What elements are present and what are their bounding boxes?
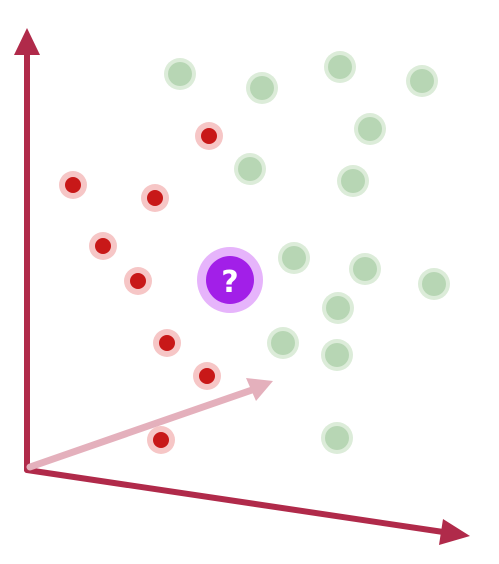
class-b-point-core: [358, 117, 382, 141]
vector-line: [26, 386, 256, 471]
class-a-point-core: [130, 273, 146, 289]
class-b-points: [164, 51, 450, 454]
class-a-point-core: [65, 177, 81, 193]
class-b-point-core: [168, 62, 192, 86]
query-point-core: [206, 256, 254, 304]
query-point-label: ?: [221, 265, 238, 300]
y-axis: [14, 28, 40, 473]
class-b-point-core: [410, 69, 434, 93]
class-b-point-core: [238, 157, 262, 181]
class-b-point-core: [326, 296, 350, 320]
class-a-points: [59, 122, 223, 454]
class-b-point-core: [353, 257, 377, 281]
vector-arrow-icon: [246, 378, 273, 401]
class-a-point-core: [95, 238, 111, 254]
x-axis: [24, 467, 470, 545]
class-a-point-core: [159, 335, 175, 351]
class-a-point-core: [201, 128, 217, 144]
x-axis-arrow-icon: [439, 519, 470, 545]
class-b-point-core: [341, 169, 365, 193]
class-b-point-core: [325, 343, 349, 367]
class-b-point-core: [271, 331, 295, 355]
class-b-point-core: [250, 76, 274, 100]
class-b-point-core: [422, 272, 446, 296]
class-a-point-core: [199, 368, 215, 384]
query-point: ?: [197, 247, 263, 313]
class-b-point-core: [325, 426, 349, 450]
class-a-point-core: [147, 190, 163, 206]
y-axis-arrow-icon: [14, 28, 40, 55]
class-a-point-core: [153, 432, 169, 448]
x-axis-line: [24, 467, 453, 536]
vector: [26, 378, 273, 471]
class-b-point-core: [282, 246, 306, 270]
class-b-point-core: [328, 55, 352, 79]
